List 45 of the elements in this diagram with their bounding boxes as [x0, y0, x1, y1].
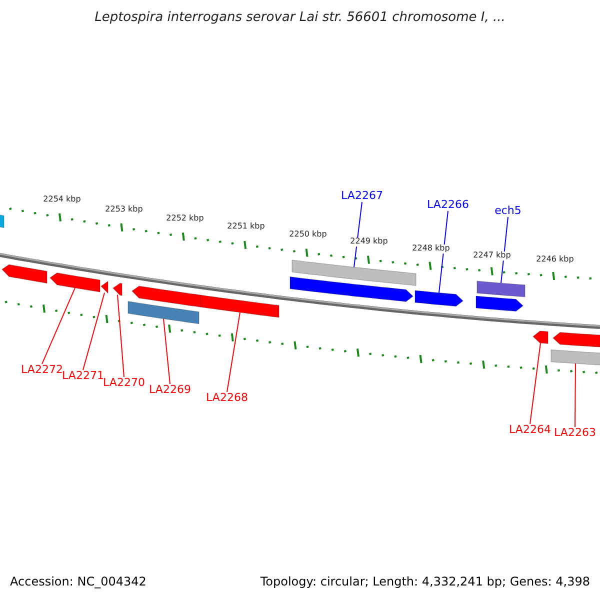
gene-label: ech5: [494, 204, 522, 218]
gene-feature: [2, 264, 48, 284]
leader-line: [530, 342, 541, 424]
leader-line: [82, 292, 105, 370]
scale-label: 2254 kbp: [42, 196, 82, 204]
leader-line: [117, 294, 124, 378]
scale-label: 2253 kbp: [104, 206, 144, 214]
gene-label: LA2271: [62, 370, 104, 382]
title: Leptospira interrogans serovar Lai str. 56601 chromosome I, ...: [94, 10, 506, 26]
accession-text: Accession: NC_004342: [10, 575, 146, 589]
leader-line: [42, 287, 76, 364]
leader-line: [226, 312, 240, 392]
gene-bar: [550, 349, 600, 366]
gene-feature: [552, 332, 600, 348]
gene-label: LA2264: [509, 424, 551, 436]
genome-info-text: Topology: circular; Length: 4,332,241 bp; Genes: 4,398: [260, 575, 590, 589]
gene-label: LA2267: [341, 190, 383, 202]
gene-bar: [0, 214, 4, 228]
gene-feature: [476, 296, 524, 312]
scale-label: 2246 kbp: [535, 256, 575, 264]
scale-label: 2251 kbp: [226, 222, 266, 232]
gene-label: LA2266: [427, 198, 469, 212]
leader-line: [163, 318, 170, 384]
gene-label: LA2270: [103, 376, 145, 390]
scale-label: 2247 kbp: [472, 252, 512, 260]
gene-feature: [112, 282, 122, 296]
gene-feature: [132, 286, 202, 308]
scale-label: 2252 kbp: [165, 214, 205, 224]
scale-label: 2249 kbp: [349, 238, 389, 246]
gene-feature: [290, 276, 414, 302]
gene-bar: [476, 280, 526, 298]
leader-line: [500, 216, 508, 284]
scale-label: 2248 kbp: [411, 244, 451, 254]
gene-feature: [532, 330, 548, 344]
gene-bar: [200, 294, 280, 318]
gene-label: LA2272: [21, 364, 63, 376]
scale-label: 2250 kbp: [288, 230, 328, 240]
gene-label: LA2268: [206, 392, 248, 404]
gene-label: LA2269: [149, 384, 191, 396]
gene-bar: [128, 301, 200, 324]
gene-feature: [414, 290, 464, 307]
leader-line: [438, 210, 448, 294]
leader-line: [574, 362, 576, 428]
gene-label: LA2263: [554, 426, 596, 440]
gene-bar: [292, 260, 416, 286]
